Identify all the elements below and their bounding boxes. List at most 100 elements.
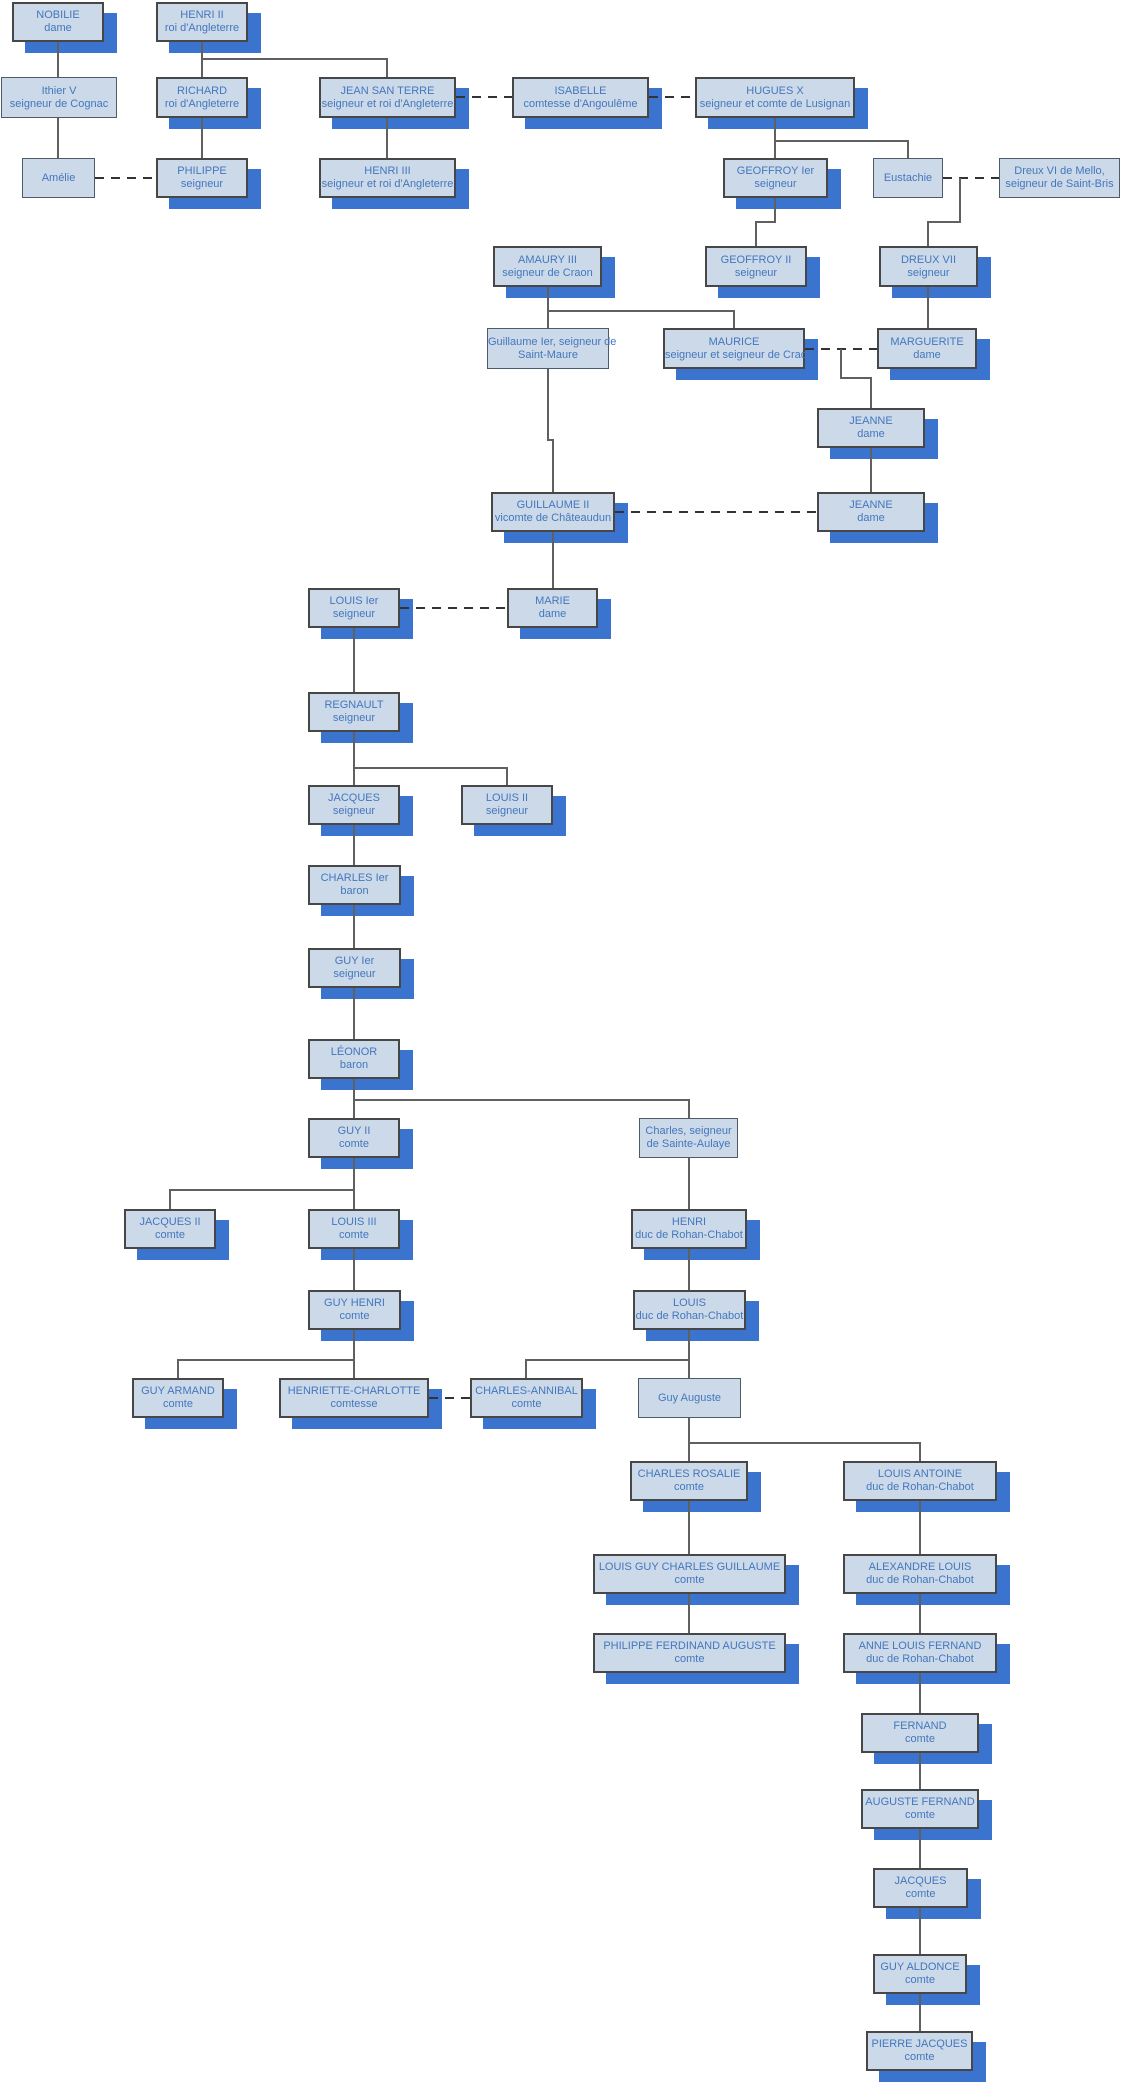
person-name: PHILIPPE FERDINAND AUGUSTE bbox=[603, 1640, 776, 1652]
person-name: LOUIS bbox=[672, 1297, 706, 1309]
person-title: seigneur et seigneur de Craon bbox=[665, 348, 813, 361]
person-title: de Sainte-Aulaye bbox=[646, 1138, 731, 1150]
person-title: seigneur bbox=[734, 266, 778, 279]
descent-line bbox=[755, 198, 776, 246]
person-name: Eustachie bbox=[883, 171, 933, 184]
person-box-guy-auguste[interactable]: Guy Auguste bbox=[638, 1378, 741, 1418]
person-name: JEAN SAN TERRE bbox=[340, 84, 435, 97]
person-name: JEANNE bbox=[849, 499, 893, 511]
person-name: Charles, seigneur bbox=[645, 1125, 732, 1137]
person-box-eustachie[interactable]: Eustachie bbox=[873, 158, 943, 198]
person-name: HUGUES X bbox=[746, 84, 804, 97]
person-name: AUGUSTE FERNAND bbox=[865, 1796, 975, 1808]
descent-line bbox=[775, 140, 909, 158]
person-title: seigneur bbox=[485, 805, 529, 817]
person-title: duc de Rohan-Chabot bbox=[635, 1229, 743, 1241]
person-name: Dreux VI de Mello, bbox=[1014, 165, 1105, 177]
person-title: comte bbox=[339, 1229, 369, 1241]
person-title: comtesse d'Angoulême bbox=[523, 97, 638, 110]
descent-line bbox=[354, 767, 508, 785]
person-title: comte bbox=[904, 2051, 935, 2063]
person-name: AMAURY III bbox=[518, 253, 577, 266]
person-name: GUILLAUME II bbox=[516, 499, 590, 511]
person-title: seigneur de Saint-Bris bbox=[1005, 178, 1114, 190]
person-name: GUY ARMAND bbox=[141, 1385, 215, 1397]
person-title: comte bbox=[339, 1138, 369, 1150]
person-title: seigneur de Cognac bbox=[9, 97, 109, 110]
person-title: dame bbox=[857, 512, 885, 524]
person-name: GUY ALDONCE bbox=[880, 1961, 960, 1973]
person-name: HENRI II bbox=[180, 9, 224, 21]
person-title: duc de Rohan-Chabot bbox=[866, 1481, 974, 1493]
person-name: JEANNE bbox=[849, 415, 893, 427]
descent-line bbox=[177, 1359, 354, 1378]
person-title: dame bbox=[913, 348, 941, 361]
person-title: seigneur et comte de Lusignan bbox=[699, 97, 851, 110]
person-name: LOUIS III bbox=[331, 1216, 377, 1228]
person-name: RICHARD bbox=[176, 84, 228, 97]
person-title: comte bbox=[905, 1888, 936, 1900]
person-name: MARIE bbox=[535, 595, 570, 607]
person-title: comte bbox=[905, 1974, 935, 1986]
person-name: MARGUERITE bbox=[890, 335, 964, 348]
person-name: Guy Auguste bbox=[658, 1391, 721, 1404]
person-title: comte bbox=[511, 1398, 542, 1410]
person-title: seigneur bbox=[332, 712, 376, 724]
person-name: MAURICE bbox=[708, 335, 760, 348]
person-name: DREUX VII bbox=[900, 253, 956, 266]
person-title: seigneur bbox=[332, 608, 376, 620]
person-name: LOUIS ANTOINE bbox=[877, 1468, 963, 1480]
person-box-amelie[interactable]: Amélie bbox=[22, 158, 95, 198]
person-box-dreux-vi[interactable]: Dreux VI de Mello,seigneur de Saint-Bris bbox=[999, 158, 1120, 198]
